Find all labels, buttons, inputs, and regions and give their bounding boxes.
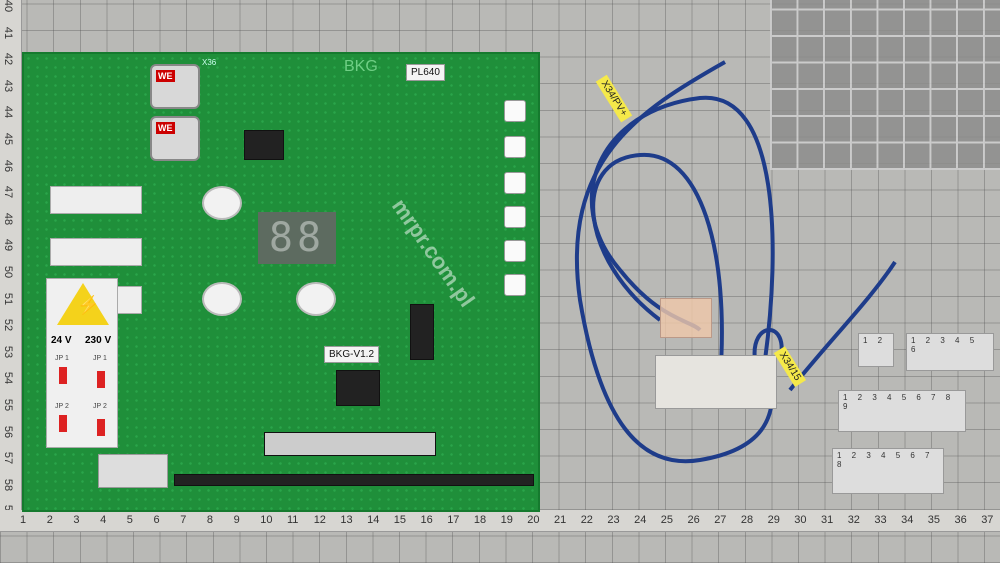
ruler-number: 23 <box>607 514 620 526</box>
ruler-number: 5 <box>126 514 133 526</box>
push-button[interactable] <box>202 186 242 220</box>
plug-connector: 1 2 3 4 5 6 <box>906 333 994 371</box>
ruler-number: 19 <box>500 514 513 526</box>
pcb-silk-text: BKG <box>344 58 378 75</box>
terminal-block <box>98 454 168 488</box>
voltage-24: 24 V <box>51 335 72 346</box>
wago-connector <box>660 298 712 338</box>
rotary-switch[interactable] <box>504 206 526 228</box>
ruler-number: 24 <box>634 514 647 526</box>
terminal-block <box>655 355 777 409</box>
ruler-number: 37 <box>981 514 994 526</box>
ruler-number: 9 <box>233 514 240 526</box>
rotary-switch[interactable] <box>504 274 526 296</box>
ruler-number: 2 <box>46 514 53 526</box>
ruler-number: 21 <box>554 514 567 526</box>
ruler-number: 25 <box>660 514 674 526</box>
jumper <box>59 415 67 432</box>
rotary-switch[interactable] <box>504 172 526 194</box>
ruler-number: 28 <box>740 514 754 526</box>
plug-connector: 1 2 3 4 5 6 7 8 9 <box>838 390 966 432</box>
lightning-icon: ⚡ <box>77 295 100 315</box>
ruler-number: 17 <box>447 514 460 526</box>
ruler-number: 3 <box>73 514 80 526</box>
ruler-number: 32 <box>847 514 860 526</box>
relay <box>50 238 142 266</box>
ic-chip <box>244 130 284 160</box>
ruler-number: 35 <box>927 514 941 526</box>
ruler-number: 29 <box>767 514 780 526</box>
plug-connector: 1 2 <box>858 333 894 367</box>
ruler-number: 12 <box>313 514 326 526</box>
ruler-number: 27 <box>714 514 727 526</box>
ruler-number: 10 <box>260 514 273 526</box>
ruler-number: 18 <box>473 514 487 526</box>
jp1-label: JP 1 <box>93 355 107 362</box>
jp2-label: JP 2 <box>55 403 69 410</box>
pcb-model-label: PL640 <box>406 64 445 81</box>
ruler-left: 4041424344454647484950515253545556575859 <box>0 0 22 530</box>
plug-connector: 1 2 3 4 5 6 7 8 <box>832 448 944 494</box>
ruler-number: 22 <box>580 514 593 526</box>
ribbon-connector <box>264 432 436 456</box>
jumper <box>59 367 67 384</box>
rotary-switch[interactable] <box>504 136 526 158</box>
ruler-number: 8 <box>206 514 214 526</box>
ruler-number: 1 <box>20 514 27 526</box>
ruler-number: 16 <box>420 514 433 526</box>
capacitor: WE <box>150 116 200 161</box>
pcb-version-label: BKG-V1.2 <box>324 346 380 363</box>
ruler-number: 13 <box>340 514 353 526</box>
ruler-number: 7 <box>180 514 187 526</box>
relay <box>50 186 142 214</box>
terminal-strip <box>174 474 534 486</box>
seven-segment-display: 88 <box>258 212 336 264</box>
ruler-number: 31 <box>821 514 834 526</box>
circuit-board: PL640 BKG X36 BKG-V1.2 WE WE <box>22 52 540 512</box>
push-button[interactable] <box>296 282 336 316</box>
jp1-label: JP 1 <box>55 355 69 362</box>
push-button[interactable] <box>202 282 242 316</box>
ruler-number: 15 <box>393 514 407 526</box>
jumper <box>97 371 105 388</box>
voltage-warning-label: ⚡ 24 V 230 V JP 1 JP 1 JP 2 JP 2 <box>46 278 118 448</box>
capacitor: WE <box>150 64 200 109</box>
header-connector <box>410 304 434 360</box>
ruler-number: 36 <box>954 514 967 526</box>
ruler-number: 4 <box>100 514 107 526</box>
ruler-number: 14 <box>367 514 380 526</box>
ic-chip <box>336 370 380 406</box>
ruler-number: 6 <box>153 514 160 526</box>
rotary-switch[interactable] <box>504 100 526 122</box>
connector-id: X36 <box>202 58 217 67</box>
ruler-number: 33 <box>874 514 887 526</box>
jumper <box>97 419 105 436</box>
ruler-number: 34 <box>901 514 914 526</box>
ruler-number: 11 <box>287 514 299 526</box>
ruler-number: 20 <box>527 514 540 526</box>
jp2-label: JP 2 <box>93 403 107 410</box>
ruler-number: 26 <box>687 514 700 526</box>
rotary-switch[interactable] <box>504 240 526 262</box>
voltage-230: 230 V <box>85 335 112 346</box>
warning-icon <box>57 283 109 325</box>
cutting-mat-dark-area <box>770 0 1000 170</box>
ruler-number: 30 <box>794 514 807 526</box>
